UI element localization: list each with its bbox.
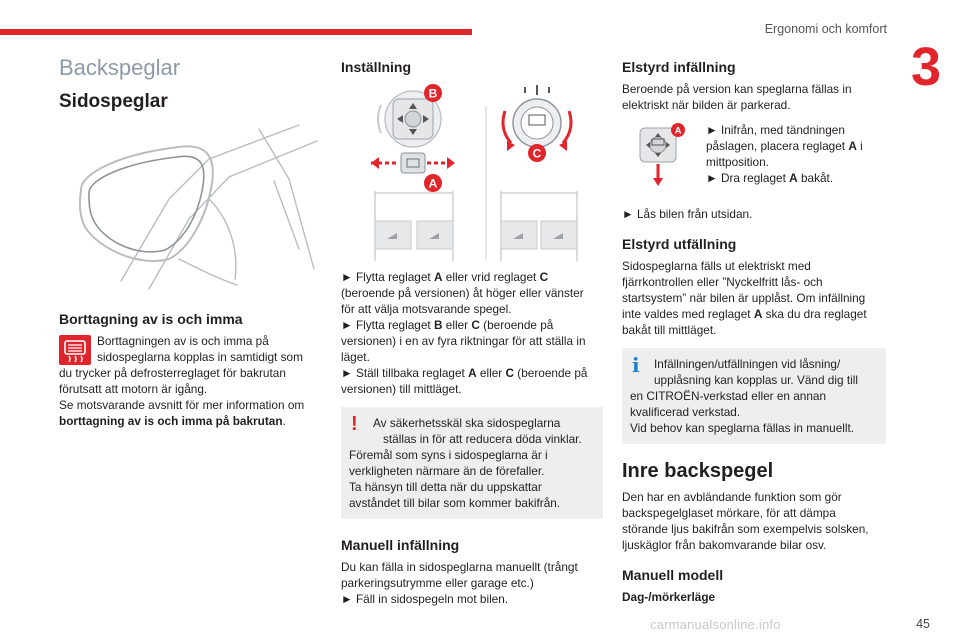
electric-fold-text: Beroende på version kan speglarna fällas… xyxy=(622,82,852,112)
heading-manual-fold: Manuell infällning xyxy=(341,537,460,553)
info-icon: i xyxy=(632,353,640,377)
heading-inner-mirror: Inre backspegel xyxy=(622,460,774,482)
page-title: Backspeglar xyxy=(59,55,181,80)
day-night-label: Dag-/mörkerläge xyxy=(622,590,716,604)
rear-defrost-icon xyxy=(59,335,91,365)
callout-b: B xyxy=(429,87,438,101)
watermark: carmanualsonline.info xyxy=(650,617,781,632)
info-notice: i Infällningen/utfällningen vid låsning/… xyxy=(622,348,886,444)
section-title: Ergonomi och komfort xyxy=(764,22,887,36)
column-2: Inställning xyxy=(341,55,603,607)
chapter-number: 3 xyxy=(910,37,942,97)
heading-electric-fold: Elstyrd infällning xyxy=(622,59,736,75)
electric-unfold-text: Sidospeglarna fälls ut elektriskt med fj… xyxy=(622,259,867,337)
defrost-text-1: Borttagningen av is och imma på sidospeg… xyxy=(59,334,303,396)
heading-adjustment: Inställning xyxy=(341,59,411,75)
fold-step-3: ► Lås bilen från utsidan. xyxy=(622,207,753,221)
heading-manual-model: Manuell modell xyxy=(622,567,724,583)
callout-a: A xyxy=(429,177,438,191)
callout-c: C xyxy=(533,147,542,161)
adjust-step-2: ► Flytta reglaget B eller C (beroende på… xyxy=(341,318,586,364)
defrost-text-2: Se motsvarande avsnitt för mer informati… xyxy=(59,398,305,428)
inner-mirror-text: Den har en avbländande funktion som gör … xyxy=(622,490,869,552)
column-1: Backspeglar Sidospeglar Borttagning av i… xyxy=(59,55,321,429)
page-number: 45 xyxy=(916,617,930,631)
fold-step-1: ► Inifrån, med tändningen påslagen, plac… xyxy=(706,123,863,185)
heading-electric-unfold: Elstyrd utfällning xyxy=(622,236,737,252)
warning-icon: ! xyxy=(351,413,358,435)
fold-control-illustration: ► Dra reglaget A xyxy=(639,123,685,186)
section-heading-side-mirrors: Sidospeglar xyxy=(59,91,168,112)
mirror-control-illustration: B A C xyxy=(371,84,578,261)
heading-defrost: Borttagning av is och imma xyxy=(59,311,243,327)
safety-warning: ! Av säkerhetsskäl ska sidospeglarna stä… xyxy=(341,407,603,519)
adjust-step-3: ► Ställ tillbaka reglaget A eller C (ber… xyxy=(341,366,588,396)
fold-steps: ► Dra reglaget A ► Inifrån, med tändning… xyxy=(622,122,886,200)
adjust-step-1: ► Flytta reglaget A eller vrid reglaget … xyxy=(341,270,584,316)
column-3: Elstyrd infällning Beroende på version k… xyxy=(622,55,886,605)
header-accent-bar xyxy=(0,29,472,35)
side-mirror-illustration xyxy=(78,124,318,290)
callout-a-small: A xyxy=(675,126,682,137)
defrost-block: Borttagningen av is och imma på sidospeg… xyxy=(59,333,321,429)
manual-fold-text: Du kan fälla in sidospeglarna manuellt (… xyxy=(341,560,578,606)
